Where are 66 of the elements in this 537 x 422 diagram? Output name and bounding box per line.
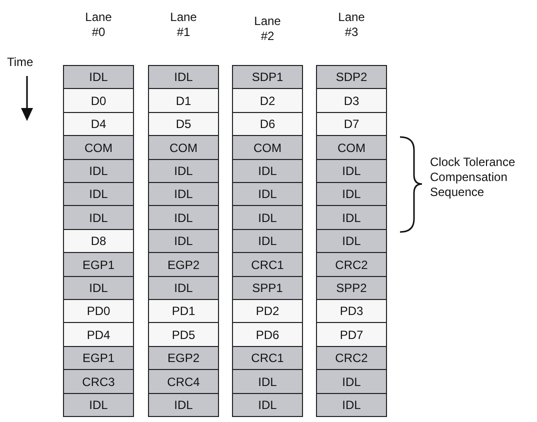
- table-cell: D6: [232, 112, 303, 137]
- table-cell: SDP1: [232, 65, 303, 90]
- table-cell: IDL: [316, 392, 387, 418]
- table-cell: D7: [316, 112, 387, 137]
- table-cell: EGP1: [63, 252, 134, 278]
- table-cell: SPP1: [232, 276, 303, 300]
- table-cell: CRC2: [316, 252, 387, 278]
- table-cell: PD2: [232, 299, 303, 324]
- table-cell: IDL: [148, 205, 219, 230]
- table-cell: D2: [232, 88, 303, 114]
- table-cell: IDL: [63, 158, 134, 184]
- axis-label: Time: [7, 55, 34, 69]
- table-cell: IDL: [63, 392, 134, 418]
- table-cell: IDL: [232, 369, 303, 394]
- table-cell: PD4: [63, 322, 134, 348]
- table-cell: CRC1: [232, 252, 303, 278]
- table-cell: COM: [63, 135, 134, 160]
- table-cell: EGP2: [148, 346, 219, 371]
- table-cell: PD0: [63, 299, 134, 324]
- table-cell: COM: [148, 135, 219, 160]
- table-cell: EGP2: [148, 252, 219, 278]
- table-cell: IDL: [232, 228, 303, 254]
- table-cell: IDL: [232, 182, 303, 207]
- table-cell: IDL: [316, 205, 387, 230]
- table-cell: IDL: [63, 65, 134, 90]
- table-cell: D1: [148, 88, 219, 114]
- table-cell: IDL: [148, 158, 219, 184]
- table-cell: PD3: [316, 299, 387, 324]
- table-cell: SDP2: [316, 65, 387, 90]
- table-cell: IDL: [316, 369, 387, 394]
- table-cell: SPP2: [316, 276, 387, 300]
- table-cell: IDL: [232, 158, 303, 184]
- table-cell: CRC4: [148, 369, 219, 394]
- table-cell: IDL: [148, 228, 219, 254]
- table-cell: IDL: [63, 205, 134, 230]
- table-cell: D8: [63, 228, 134, 254]
- table-cell: IDL: [232, 392, 303, 418]
- table-cell: IDL: [63, 276, 134, 300]
- table-cell: EGP1: [63, 346, 134, 371]
- table-cell: IDL: [148, 65, 219, 90]
- table-cell: IDL: [316, 158, 387, 184]
- table-cell: IDL: [232, 205, 303, 230]
- table-cell: IDL: [63, 182, 134, 207]
- table-cell: CRC1: [232, 346, 303, 371]
- table-cell: D4: [63, 112, 134, 137]
- table-cell: D5: [148, 112, 219, 137]
- table-cell: PD5: [148, 322, 219, 348]
- table-cell: COM: [316, 135, 387, 160]
- table-cell: PD1: [148, 299, 219, 324]
- table-cell: PD7: [316, 322, 387, 348]
- table-cell: IDL: [316, 228, 387, 254]
- bracket-label: Clock Tolerance Compensation Sequence: [430, 155, 516, 200]
- column-header: Lane #2: [253, 14, 282, 44]
- column-header: Lane #1: [169, 10, 198, 40]
- column-header: Lane #3: [337, 10, 366, 40]
- table-cell: D0: [63, 88, 134, 114]
- table-cell: CRC2: [316, 346, 387, 371]
- table-cell: IDL: [148, 276, 219, 300]
- column-header: Lane #0: [84, 10, 113, 40]
- table-cell: IDL: [316, 182, 387, 207]
- table-cell: D3: [316, 88, 387, 114]
- table-cell: IDL: [148, 182, 219, 207]
- table-cell: PD6: [232, 322, 303, 348]
- table-cell: CRC3: [63, 369, 134, 394]
- table-cell: COM: [232, 135, 303, 160]
- table-cell: IDL: [148, 392, 219, 418]
